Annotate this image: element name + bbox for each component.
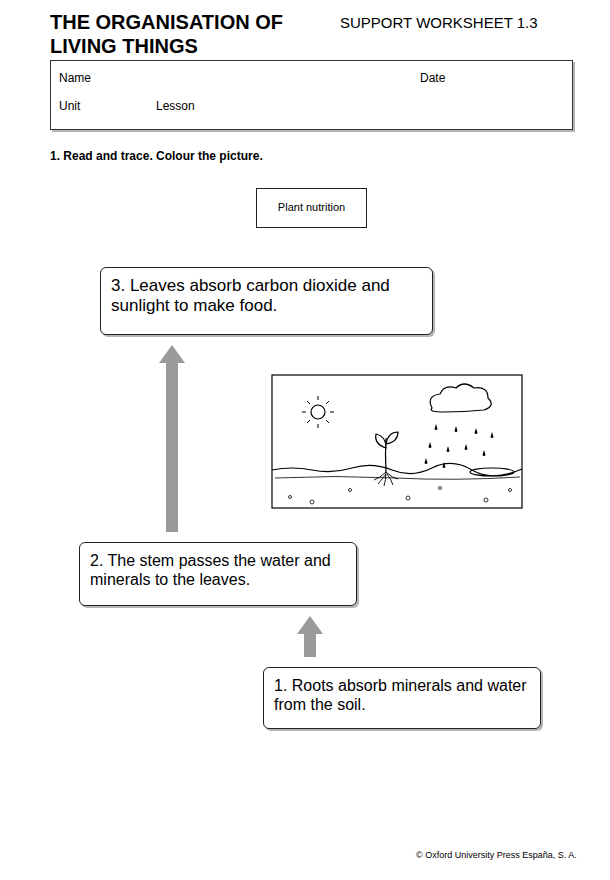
box-text: 2. The stem passes the water and mineral… [90, 551, 346, 589]
process-box: 3. Leaves absorb carbon dioxide and sunl… [100, 267, 433, 335]
worksheet-title: THE ORGANISATION OF LIVING THINGS [50, 10, 320, 58]
field-label: Name [59, 71, 91, 85]
field-label: Lesson [156, 99, 195, 113]
instruction: 1. Read and trace. Colour the picture. [50, 149, 263, 163]
process-box: 1. Roots absorb minerals and water from … [263, 667, 541, 729]
field-label: Unit [59, 99, 80, 113]
box-text: 3. Leaves absorb carbon dioxide and sunl… [111, 276, 422, 317]
flow-arrow [159, 345, 185, 532]
flow-arrow [297, 616, 323, 657]
form-box: Name DateUnit Lesson [50, 60, 573, 130]
field-label: Date [420, 71, 445, 85]
plant-picture [272, 375, 522, 508]
worksheet-number: SUPPORT WORKSHEET 1.3 [340, 14, 538, 31]
process-box: 2. The stem passes the water and mineral… [79, 542, 357, 606]
copyright-note: © Oxford University Press España, S. A. [416, 850, 577, 860]
box-text: Plant nutrition [278, 201, 345, 214]
box-text: 1. Roots absorb minerals and water from … [274, 676, 530, 714]
topic-box: Plant nutrition [256, 188, 367, 228]
